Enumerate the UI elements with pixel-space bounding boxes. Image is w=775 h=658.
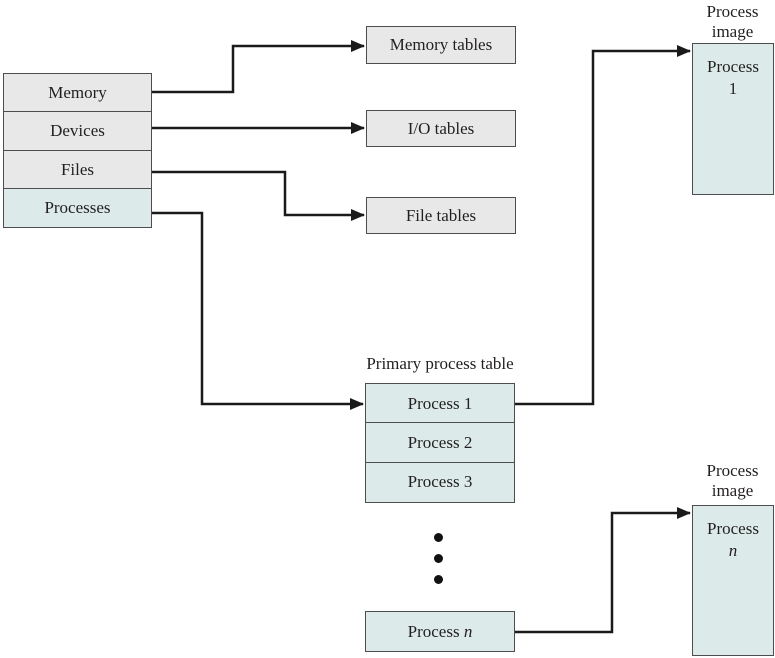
process-image-1-line2: 1: [728, 79, 738, 98]
process2-row-label: Process 2: [407, 432, 473, 452]
process-n-prefix: Process: [407, 621, 464, 641]
arrow-processes-to-primary-table: [152, 211, 364, 410]
control-table-stack: Memory Devices Files Processes: [3, 73, 152, 229]
arrow-processn-to-image: [515, 507, 691, 634]
file-tables-box: File tables: [366, 197, 516, 234]
caption-line1: Process: [706, 2, 759, 21]
process-n-row-label: Process n: [408, 622, 473, 642]
process-image-n-caption: Process image: [691, 461, 774, 501]
arrow-files-to-file-tables: [152, 170, 365, 221]
primary-table-row-process3: Process 3: [365, 461, 515, 503]
primary-table-row-process1: Process 1: [365, 383, 515, 424]
primary-table-row-process2: Process 2: [365, 422, 515, 464]
process-image-1-caption: Process image: [691, 2, 774, 42]
stack-row-processes-label: Processes: [44, 198, 111, 218]
arrow-memory-to-memory-tables: [152, 40, 365, 94]
primary-process-table: Process 1 Process 2 Process 3: [365, 383, 515, 503]
process-image-n-line1: Process: [707, 519, 759, 538]
process-image-1-line1: Process: [707, 57, 759, 76]
process-n-row: Process n: [365, 611, 515, 652]
stack-row-devices-label: Devices: [50, 121, 105, 141]
process-image-n-line2: n: [728, 541, 738, 560]
ellipsis-dot: [434, 575, 443, 584]
stack-row-memory: Memory: [3, 73, 152, 113]
arrow-process1-to-image: [515, 45, 691, 406]
file-tables-label: File tables: [405, 205, 477, 225]
stack-row-files-label: Files: [60, 159, 95, 179]
process1-row-label: Process 1: [407, 393, 473, 413]
vertical-ellipsis: [434, 533, 444, 585]
io-tables-label: I/O tables: [407, 118, 475, 138]
stack-row-devices: Devices: [3, 111, 152, 152]
stack-row-files: Files: [3, 149, 152, 190]
caption-line1: Process: [706, 461, 759, 480]
stack-row-processes: Processes: [3, 188, 152, 229]
ellipsis-dot: [434, 533, 443, 542]
io-tables-box: I/O tables: [366, 110, 516, 147]
process-image-n-box: Process n: [692, 505, 774, 656]
process-n-variable: n: [463, 621, 473, 641]
primary-process-table-title: Primary process table: [366, 354, 514, 373]
process3-row-label: Process 3: [407, 472, 473, 492]
caption-line2: image: [711, 22, 754, 41]
ellipsis-dot: [434, 554, 443, 563]
memory-tables-label: Memory tables: [389, 35, 493, 54]
memory-tables-box: Memory tables: [366, 26, 516, 64]
stack-row-memory-label: Memory: [48, 83, 107, 102]
caption-line2: image: [711, 481, 754, 500]
process-image-1-box: Process 1: [692, 43, 774, 195]
